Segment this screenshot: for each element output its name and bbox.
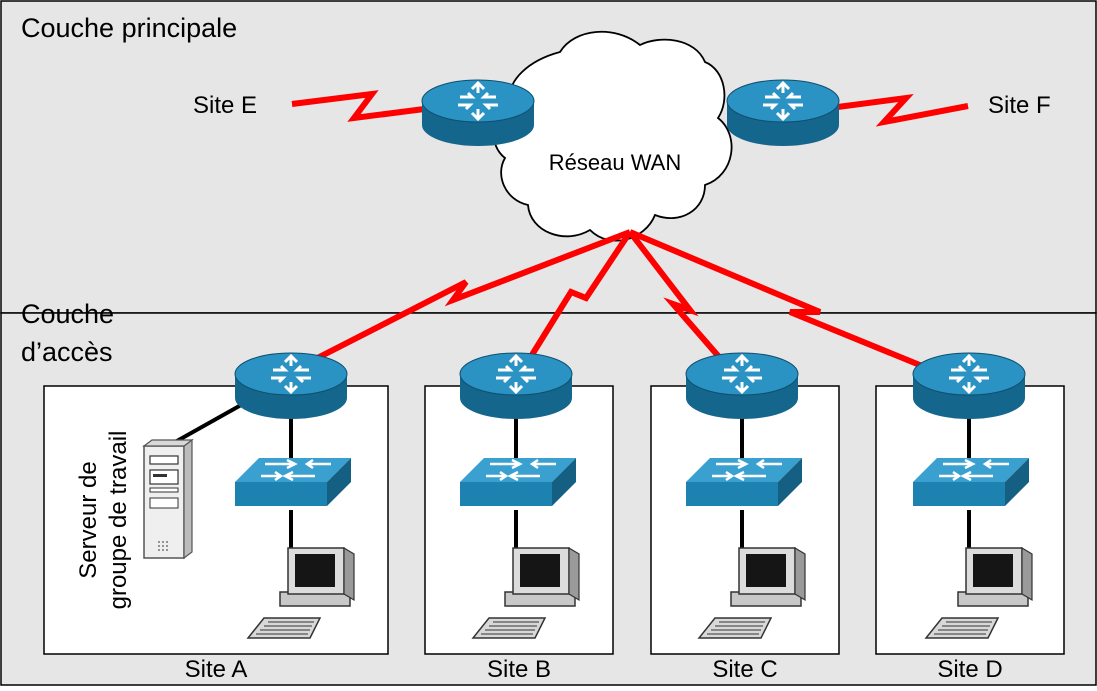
site-a-box	[43, 385, 389, 655]
lan-link	[167, 398, 251, 448]
server-label-line2: groupe de travail	[105, 431, 132, 610]
server-icon	[143, 439, 193, 559]
wan-lightning-link	[628, 229, 934, 373]
site-c-label: Site C	[712, 656, 777, 683]
router-icon	[420, 78, 536, 148]
wan-lightning-link	[288, 229, 632, 375]
site-c-box	[650, 385, 840, 655]
site-e-label: Site E	[193, 92, 257, 119]
site-d-label: Site D	[937, 656, 1002, 683]
switch-icon	[233, 456, 353, 508]
site-b-label: Site B	[487, 656, 551, 683]
server-label-line1: Serveur de	[75, 461, 102, 578]
cloud-label: Réseau WAN	[549, 150, 681, 175]
router-icon	[725, 78, 841, 148]
switch-icon	[684, 456, 804, 508]
site-a-label: Site A	[185, 656, 248, 683]
site-b-box	[424, 385, 614, 655]
core-layer-label: Couche principale	[21, 13, 237, 43]
access-layer-label-line1: Couche	[21, 299, 114, 329]
router-icon	[233, 351, 349, 421]
router-icon	[911, 351, 1027, 421]
wan-lightning-link	[291, 90, 433, 122]
switch-icon	[911, 456, 1031, 508]
cloud-icon	[492, 30, 733, 242]
wan-lightning-link	[627, 230, 723, 360]
site-f-label: Site F	[988, 92, 1051, 119]
router-icon	[458, 351, 574, 421]
access-layer-label-line2: d’accès	[21, 337, 113, 367]
wan-lightning-link	[829, 93, 969, 127]
router-icon	[684, 351, 800, 421]
switch-icon	[458, 456, 578, 508]
wan-lightning-link	[527, 230, 633, 360]
